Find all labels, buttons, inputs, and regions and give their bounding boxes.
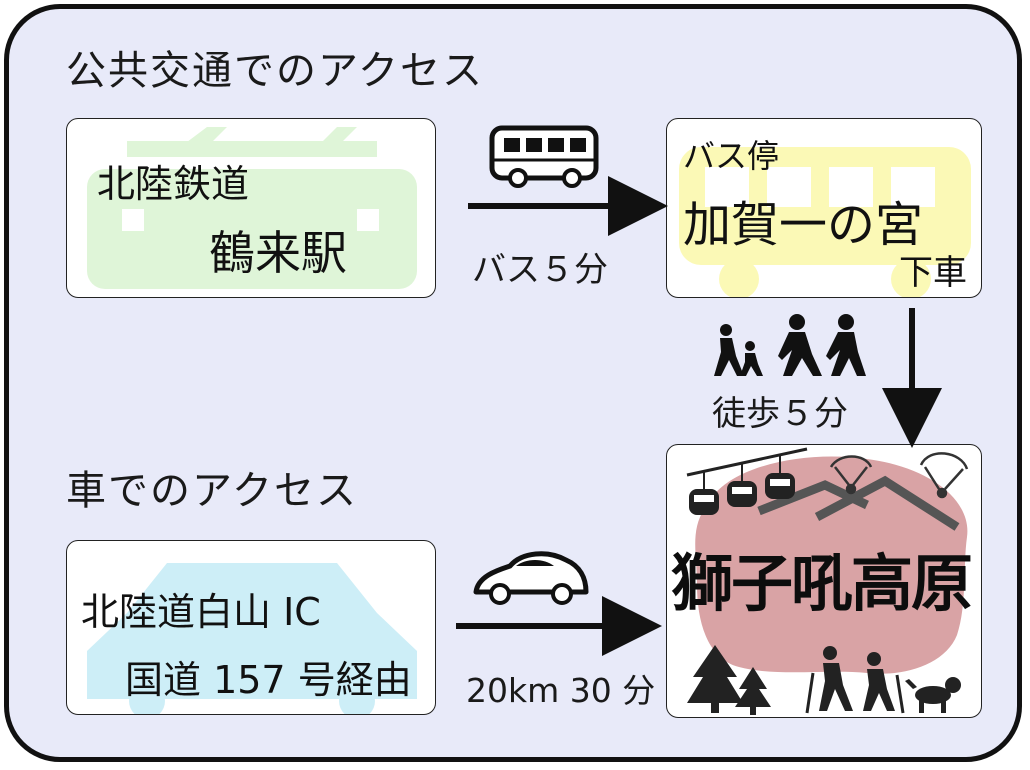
car-icon [473,551,589,605]
public-transport-heading: 公共交通でのアクセス [66,48,484,94]
gondola-icon [686,447,808,515]
station-name: 鶴来駅 [209,226,347,280]
interchange-name: 北陸道白山 IC [81,590,321,634]
car-access-heading: 車でのアクセス [66,468,358,514]
national-route: 国道 157 号経由 [125,658,412,702]
car-route-box: 北陸道白山 IC 国道 157 号経由 [66,540,436,715]
dog-icon [905,677,961,713]
hikers-icon [805,646,905,714]
railway-name: 北陸鉄道 [97,162,250,206]
bus-duration-label: バス５分 [472,250,608,290]
alight-label: 下車 [899,253,967,293]
destination-box: 獅子吼高原 [666,444,982,718]
mountains-icon [757,475,960,531]
train-watermark-icon [87,127,417,289]
walk-duration-label: 徒歩５分 [712,394,848,434]
bus-stop-box: バス停 加賀一の宮 下車 [666,118,982,298]
tree-icon [687,645,771,715]
bus-stop-name: 加賀一の宮 [683,197,924,253]
bus-icon [489,125,599,188]
bus-stop-label: バス停 [683,137,780,175]
destination-name: 獅子吼高原 [671,547,973,620]
paraglider-icon [829,452,969,499]
walking-people-icon [714,314,866,376]
start-station-box: 北陸鉄道 鶴来駅 [66,118,436,298]
car-watermark-icon [87,563,417,714]
drive-distance-label: 20km 30 分 [466,671,656,710]
bus-watermark-icon [679,147,971,297]
